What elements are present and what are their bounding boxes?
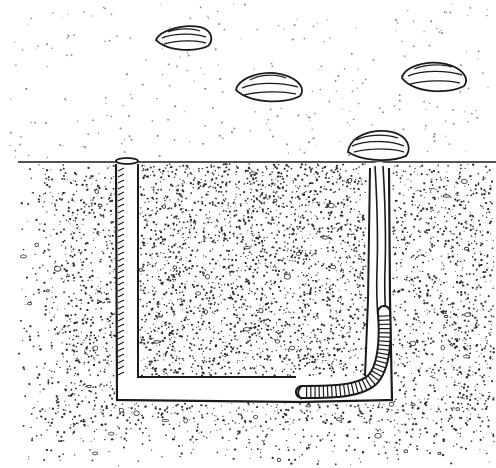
cast-middle	[236, 73, 302, 101]
left-shaft-opening	[116, 158, 138, 164]
cast-left	[156, 26, 211, 50]
soil-speckles	[18, 163, 495, 466]
cast-at-shaft-mouth	[348, 131, 409, 160]
cast-right	[402, 63, 466, 91]
